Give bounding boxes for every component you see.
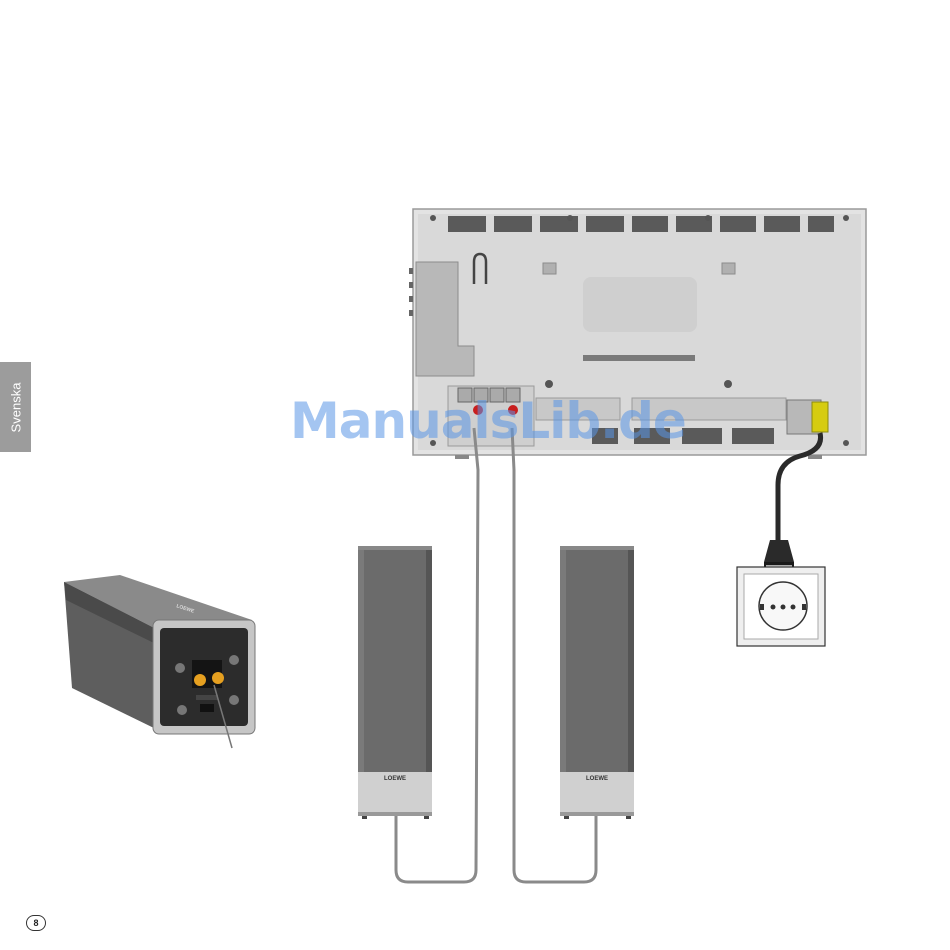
right-speaker-brand: LOEWE [560,776,634,782]
page-number: 8 [26,915,46,931]
top-vents [448,216,834,232]
watermark-text: ManualsLib.de [290,392,670,450]
tv-power-plug [812,402,828,432]
left-speaker-brand: LOEWE [358,776,432,782]
wall-outlet [737,567,825,646]
speaker-terminal-detail [64,575,255,748]
